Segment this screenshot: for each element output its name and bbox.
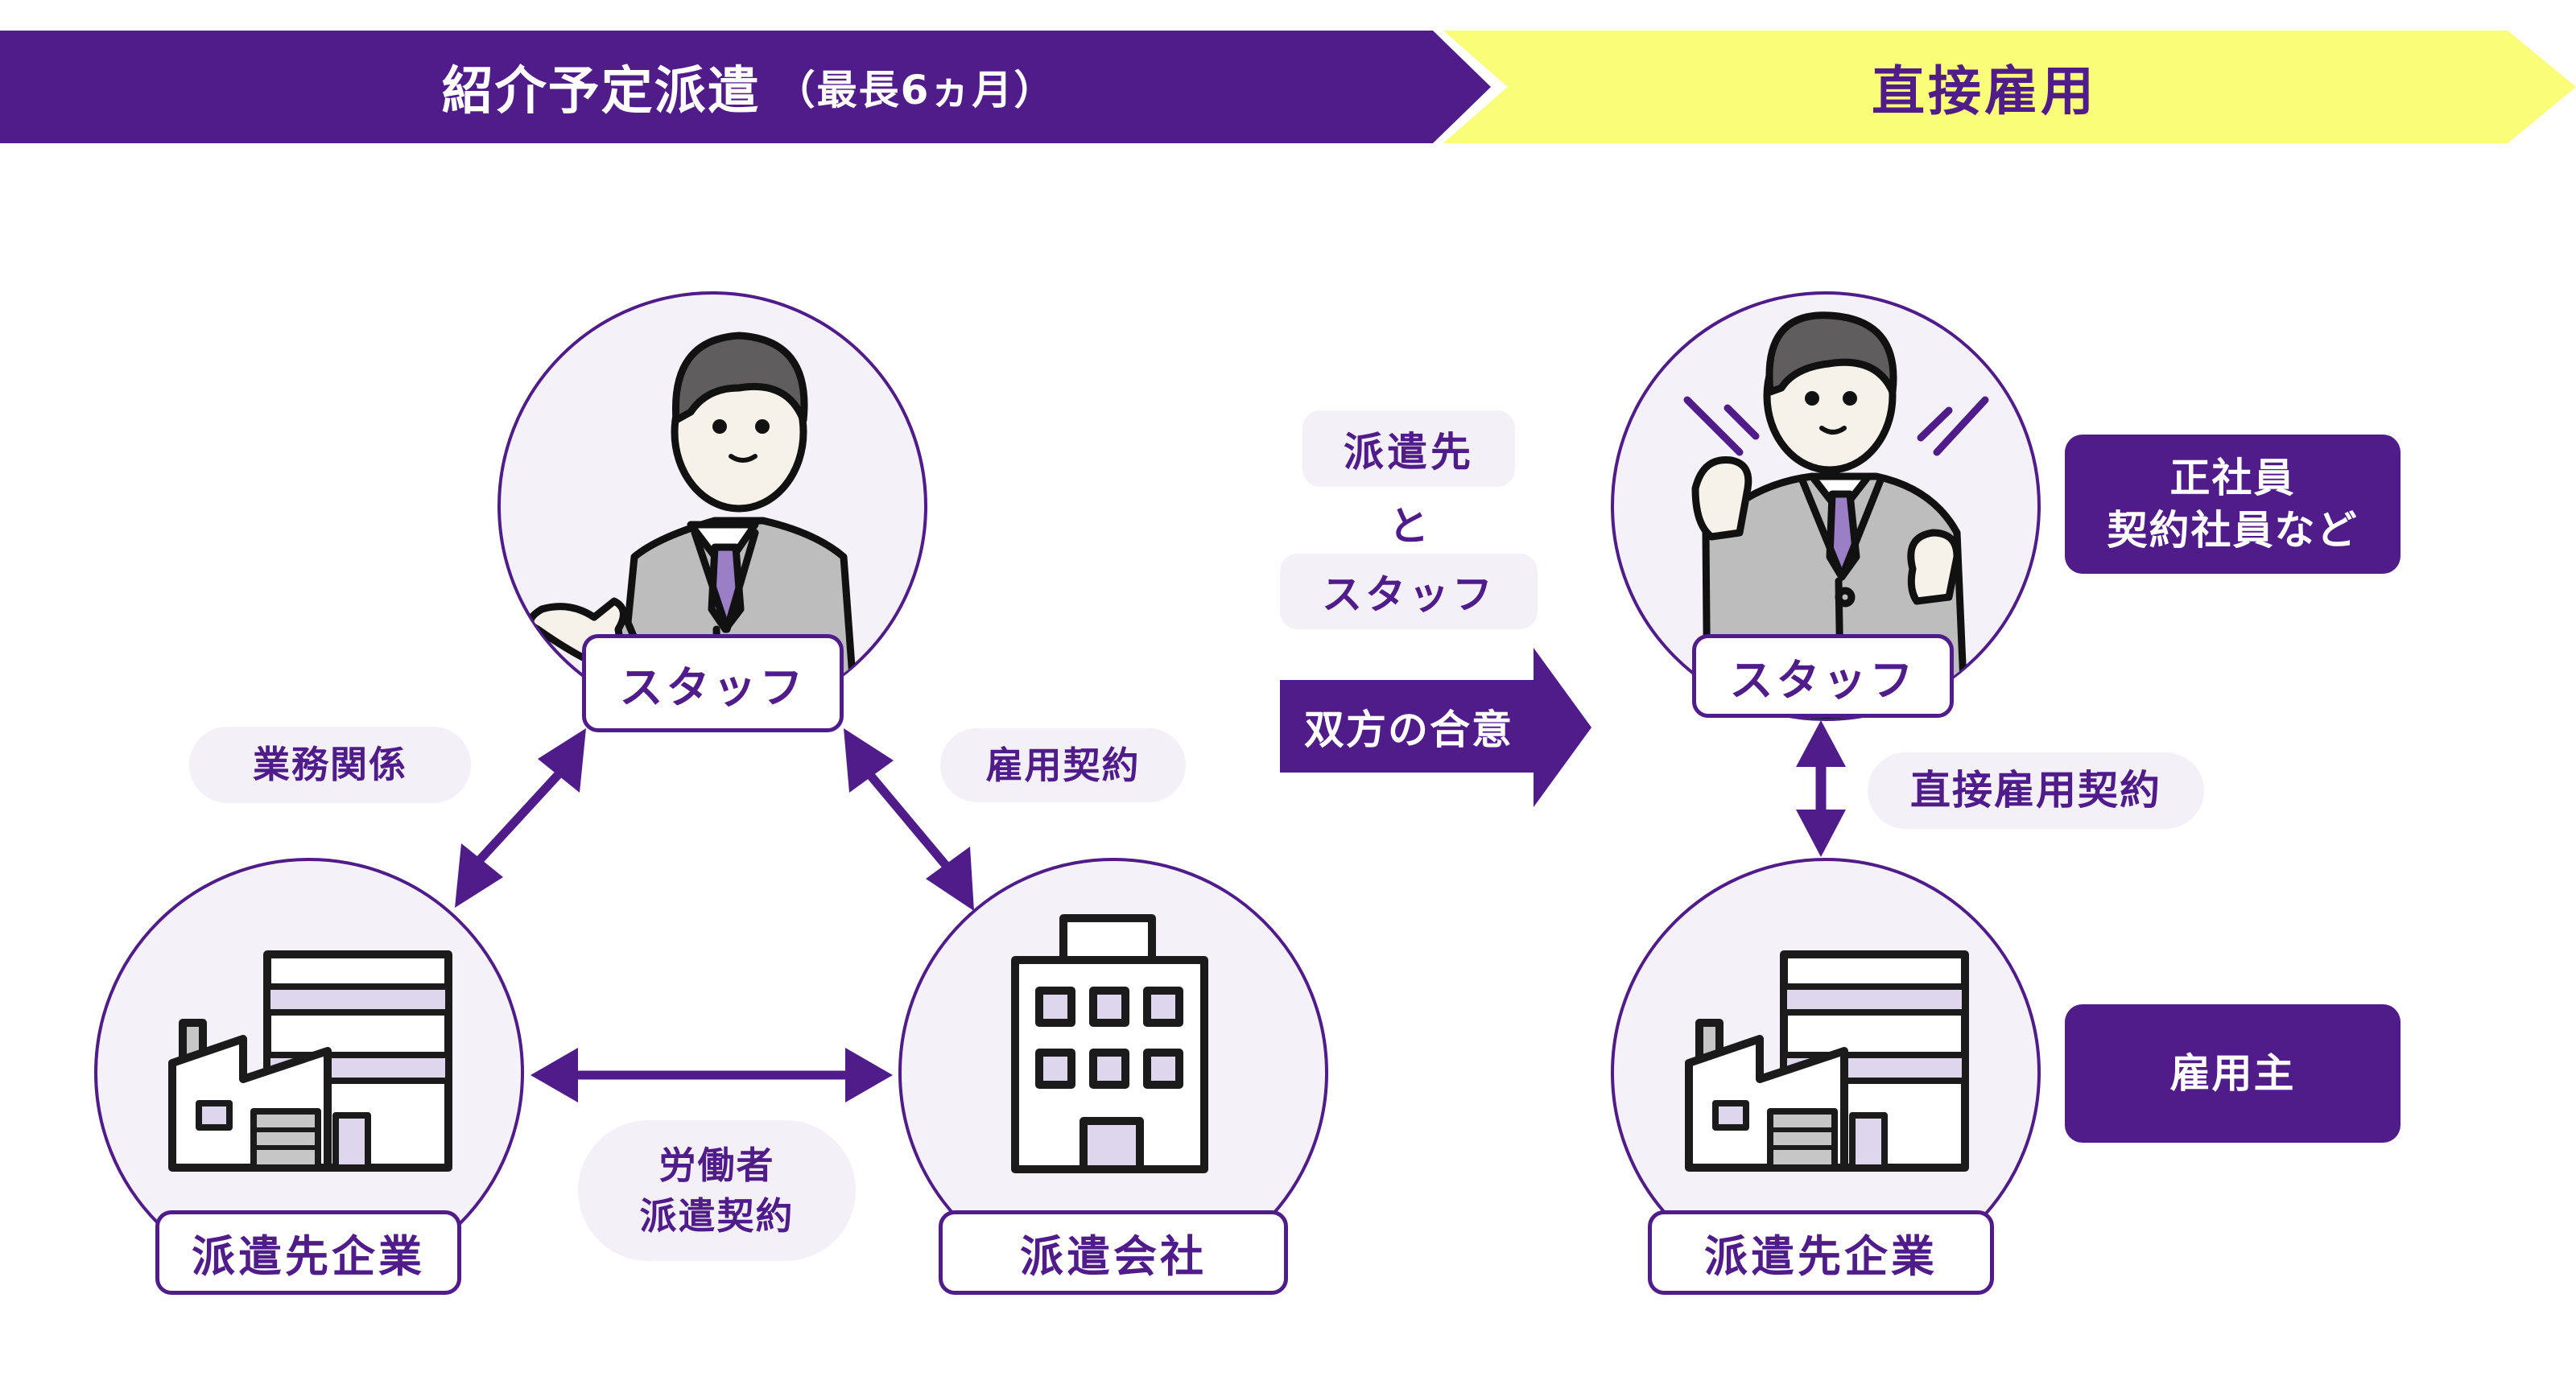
- employment-status-line2: 契約社員など: [2107, 506, 2359, 554]
- direct-employment-contract-label: 直接雇用契約: [1868, 752, 2204, 829]
- dispatch-contract-label: 労働者 派遣契約: [578, 1120, 856, 1261]
- dispatch-contract-line2: 派遣契約: [639, 1193, 795, 1238]
- agreement-arrow-shape: [1280, 648, 1591, 807]
- connector-text: と: [1389, 503, 1429, 550]
- office-building-icon: [1011, 914, 1208, 1173]
- arrow-client-agency: [530, 1048, 893, 1102]
- staff-label: スタッフ: [582, 634, 844, 732]
- employment-contract-label: 雇用契約: [940, 728, 1186, 802]
- party-staff-label: スタッフ: [1280, 554, 1538, 629]
- arrow-agency-staff: [844, 728, 974, 911]
- dispatch-contract-line1: 労働者: [658, 1144, 775, 1188]
- client-company-label: 派遣先企業: [155, 1210, 461, 1295]
- direct-staff-label: スタッフ: [1692, 634, 1954, 718]
- banner-left-title-text: 紹介予定派遣: [441, 62, 761, 122]
- banner-right-title: 直接雇用: [1872, 60, 2097, 122]
- banner-left-title: 紹介予定派遣 （最長6ヵ月）: [0, 31, 1497, 143]
- party-client-label: 派遣先: [1302, 410, 1515, 487]
- employment-status-line1: 正社員: [2169, 454, 2296, 501]
- employer-box: 雇用主: [2065, 1004, 2401, 1143]
- factory-building-icon: [168, 950, 452, 1172]
- direct-client-label: 派遣先企業: [1648, 1210, 1994, 1295]
- banner-right-shape: [1443, 31, 2576, 143]
- mutual-agreement-label: 双方の合意: [1304, 706, 1513, 753]
- direct-factory-building-icon: [1685, 950, 1969, 1172]
- business-relationship-label: 業務関係: [189, 727, 471, 803]
- banner-left-subtitle: （最長6ヵ月）: [774, 67, 1056, 113]
- arrow-client-staff: [455, 728, 586, 908]
- employment-status-box: 正社員 契約社員など: [2065, 435, 2401, 574]
- arrow-direct-contract: [1796, 720, 1846, 857]
- staffing-agency-label: 派遣会社: [939, 1210, 1288, 1295]
- banner-left-shape: [0, 31, 1491, 143]
